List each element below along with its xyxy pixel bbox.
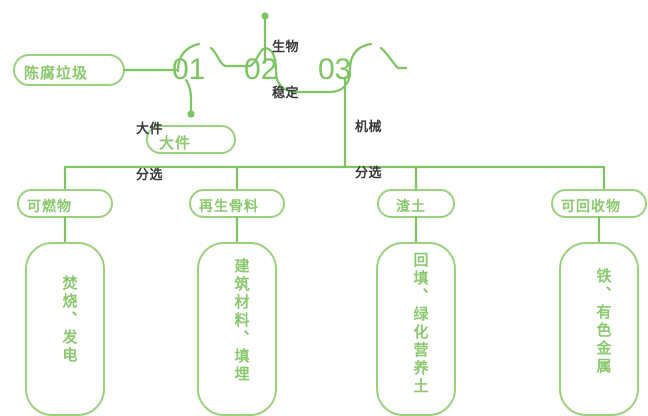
detail-text-2: 回填、绿化营养土 <box>411 252 429 396</box>
connector-03-tail <box>379 46 408 70</box>
side-output-pill-label: 大件 <box>159 135 192 152</box>
stage-caption-01-line2: 分选 <box>136 166 164 182</box>
connector-01-down <box>184 78 193 114</box>
stage-caption-01: 大件 分选 <box>136 90 163 213</box>
stage-caption-03-line1: 机械 <box>355 118 383 134</box>
stage-caption-03: 机械 分选 <box>355 88 382 211</box>
connector-02-to-03 <box>274 70 352 94</box>
connector-01-to-02 <box>209 46 265 68</box>
stage-number-03: 03 <box>318 53 352 86</box>
detail-box-3-shape <box>559 242 639 416</box>
stage-number-01: 01 <box>172 53 206 86</box>
detail-box-2-shape <box>376 242 456 416</box>
dot-bulky <box>187 110 195 118</box>
stage-caption-01-line1: 大件 <box>136 120 164 136</box>
stage-caption-02-line2: 稳定 <box>272 84 300 100</box>
detail-text-3: 铁、有色金属 <box>594 268 612 376</box>
output-pill-label-3: 可回收物 <box>561 198 621 214</box>
detail-text-0: 焚烧、发电 <box>60 275 78 365</box>
stage-caption-02: 生物 稳定 <box>272 8 299 131</box>
stage-caption-02-line1: 生物 <box>272 38 300 54</box>
stage-caption-03-line2: 分选 <box>355 164 383 180</box>
output-pill-label-0: 可燃物 <box>27 198 72 214</box>
source-pill-label: 陈腐垃圾 <box>24 65 89 82</box>
output-pill-label-1: 再生骨料 <box>199 198 259 214</box>
detail-text-1: 建筑材料、填埋 <box>232 258 250 384</box>
bulky-pill-shape <box>146 125 236 154</box>
detail-box-1-shape <box>197 242 277 416</box>
arc-03 <box>348 42 373 72</box>
dot-bio-stable <box>261 12 269 20</box>
detail-box-0-shape <box>25 242 105 416</box>
output-pill-label-2: 渣土 <box>396 198 426 214</box>
stage-number-02: 02 <box>244 53 278 86</box>
arc-01 <box>176 42 201 73</box>
